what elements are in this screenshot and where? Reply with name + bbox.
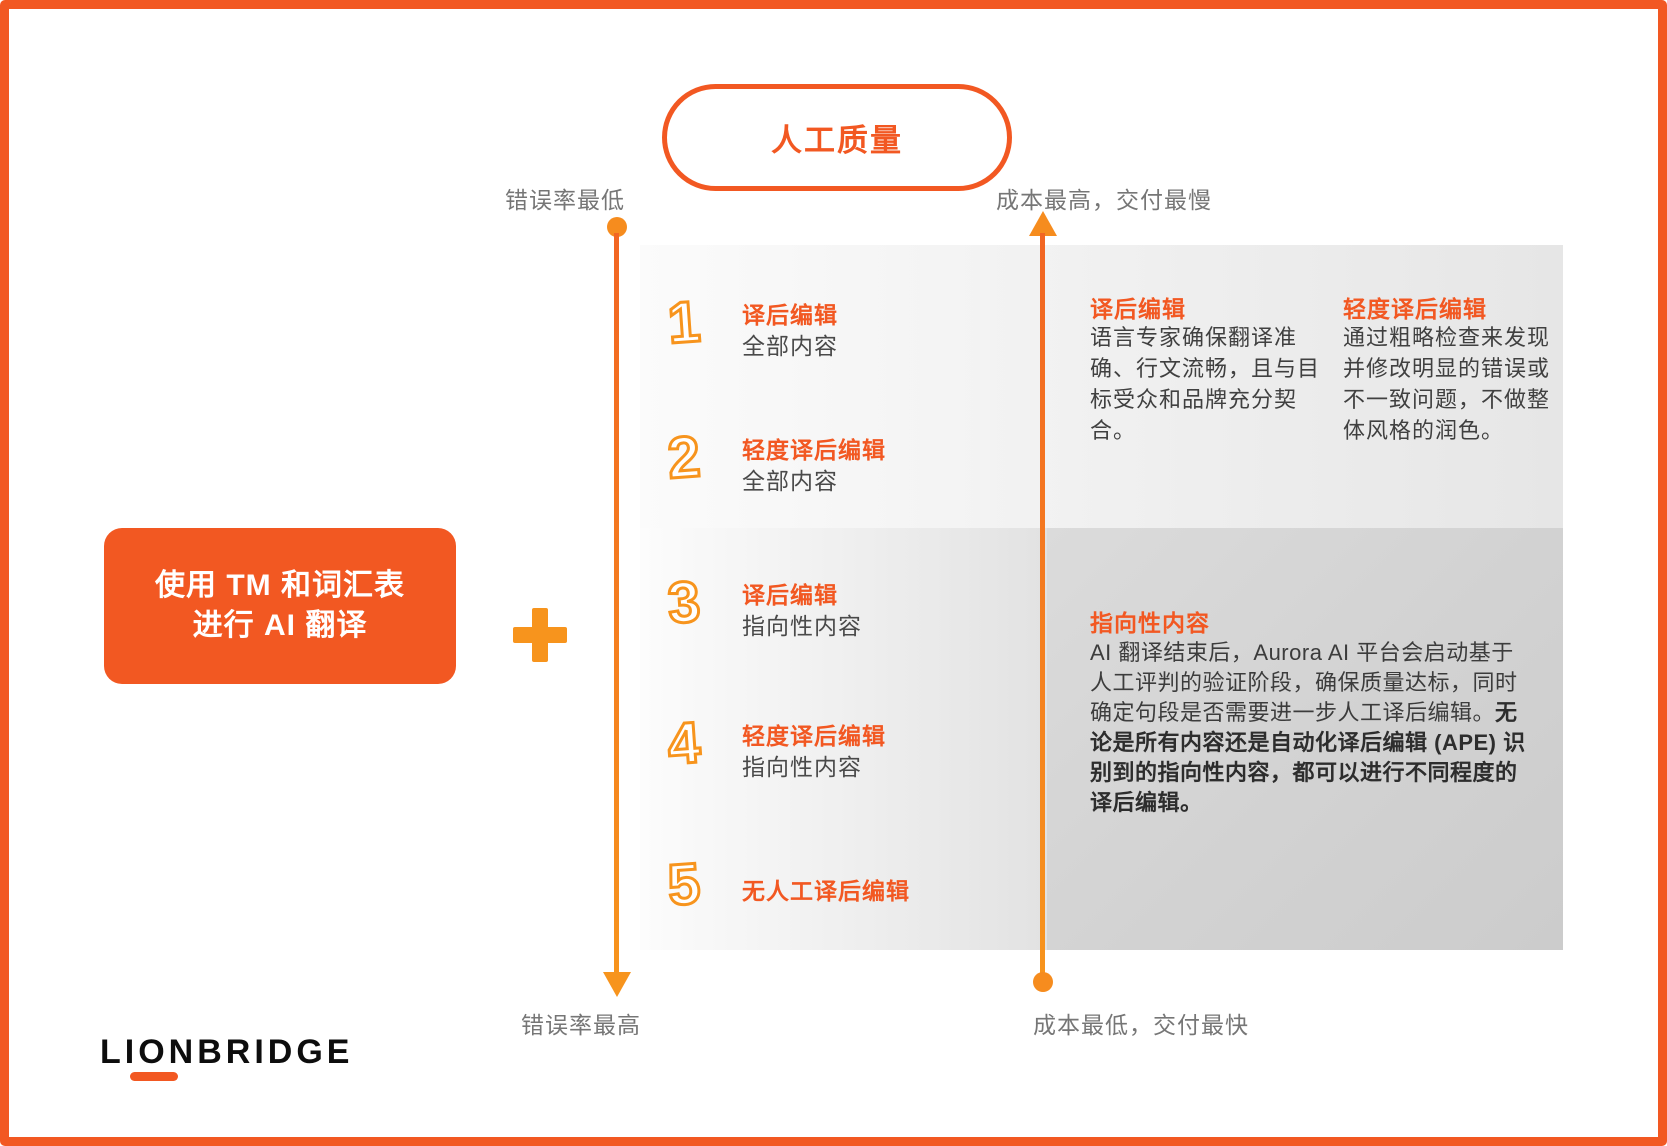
targeted-content-body-bold: 无论是所有内容还是自动化译后编辑 (APE) 识别到的指向性内容，都可以进行不同… — [1090, 700, 1526, 815]
level-1-number: 1 — [664, 287, 704, 357]
axis-label-lowest-error: 错误率最低 — [505, 187, 625, 213]
right-arrow-up-head-icon — [1029, 211, 1057, 236]
definition-light-post-edit-title: 轻度译后编辑 — [1343, 296, 1487, 322]
targeted-content-body-regular: AI 翻译结束后，Aurora AI 平台会启动基于人工评判的验证阶段，确保质量… — [1090, 640, 1518, 725]
definition-post-edit-title: 译后编辑 — [1090, 296, 1186, 322]
level-3-subtitle: 指向性内容 — [742, 613, 862, 639]
right-arrow-line — [1040, 233, 1045, 975]
level-3-number: 3 — [664, 567, 704, 637]
targeted-content-body: AI 翻译结束后，Aurora AI 平台会启动基于人工评判的验证阶段，确保质量… — [1090, 638, 1534, 818]
source-box-line1: 使用 TM 和词汇表 — [155, 569, 405, 602]
band-targeted-content — [640, 528, 1047, 950]
level-2-subtitle: 全部内容 — [742, 468, 838, 494]
ai-translation-source-box: 使用 TM 和词汇表 进行 AI 翻译 — [104, 528, 456, 684]
definition-light-post-edit-body: 通过粗略检查来发现并修改明显的错误或不一致问题，不做整体风格的润色。 — [1343, 325, 1551, 443]
definition-post-edit-body: 语言专家确保翻译准确、行文流畅，且与目标受众和品牌充分契合。 — [1090, 325, 1321, 443]
level-1-subtitle: 全部内容 — [742, 333, 838, 359]
band-full-content — [640, 245, 1563, 528]
plus-icon — [513, 608, 567, 662]
level-4-number: 4 — [664, 708, 704, 778]
level-2-title: 轻度译后编辑 — [742, 437, 886, 463]
axis-label-lowest-cost: 成本最低，交付最快 — [1033, 1012, 1249, 1038]
level-1-title: 译后编辑 — [742, 302, 838, 328]
right-arrow-end-dot — [1033, 972, 1053, 992]
targeted-content-title: 指向性内容 — [1090, 610, 1210, 636]
left-arrow-start-dot — [607, 217, 627, 237]
source-box-line2: 进行 AI 翻译 — [192, 609, 368, 642]
level-4-title: 轻度译后编辑 — [742, 723, 886, 749]
human-quality-pill: 人工质量 — [662, 84, 1012, 191]
lionbridge-logo: LIONBRIDGE — [100, 1033, 354, 1081]
axis-label-highest-error: 错误率最高 — [521, 1012, 641, 1038]
band-targeted-definition — [1047, 528, 1563, 950]
level-3-title: 译后编辑 — [742, 582, 838, 608]
axis-label-highest-cost: 成本最高，交付最慢 — [996, 187, 1212, 213]
left-arrow-line — [614, 233, 619, 975]
level-2-number: 2 — [664, 422, 704, 492]
human-quality-label: 人工质量 — [771, 123, 903, 158]
level-4-subtitle: 指向性内容 — [742, 754, 862, 780]
lionbridge-logo-underline — [130, 1072, 178, 1081]
level-5-title: 无人工译后编辑 — [742, 878, 910, 904]
level-5-number: 5 — [664, 849, 704, 919]
left-arrow-down-head-icon — [603, 972, 631, 997]
lionbridge-logo-text: LIONBRIDGE — [100, 1033, 354, 1071]
